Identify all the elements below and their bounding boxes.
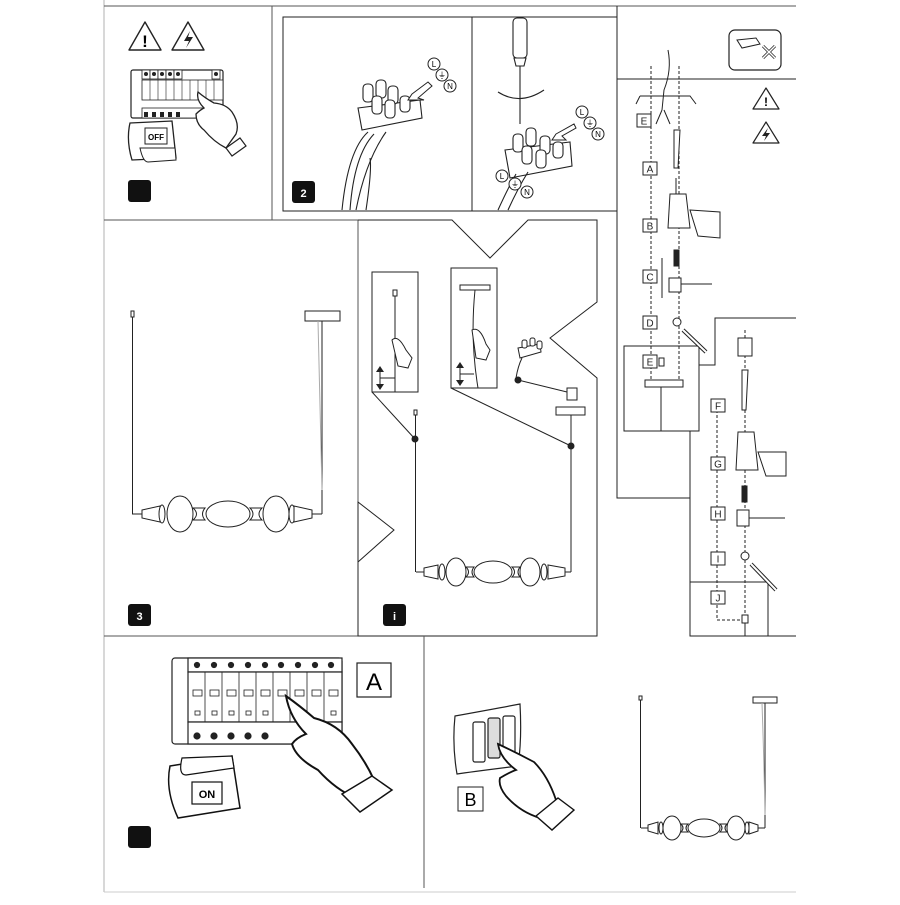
pendant-lamp-icon [413,387,586,587]
label-A: A [647,165,654,176]
label-A: A [366,669,382,696]
arrow-icon [407,81,433,101]
info-symbol: i [393,611,396,623]
label-neutral: N [447,82,453,91]
double-arrow-icon [376,362,464,390]
label-earth: ⏚ [511,180,519,189]
label-box-B [457,786,484,812]
step-number-3: 3 [136,611,142,623]
step-badge-3 [128,604,151,626]
mounting-labels [636,113,658,369]
off-label: OFF [148,133,164,142]
label-H: H [714,510,721,521]
label-neutral: N [524,188,530,197]
electric-hazard-icon [752,121,780,144]
label-B: B [464,790,476,810]
label-D: D [646,319,653,330]
mounting-sequence [635,49,721,431]
label-neutral: N [595,130,601,139]
on-label: ON [199,789,216,801]
pendant-lamp-icon [130,310,341,533]
label-live: L [432,60,437,69]
step-number-2: 2 [300,188,306,200]
svg-text:!: ! [142,32,148,51]
warning-icon: ! [752,87,780,110]
terminal-labels: L ⏚ N L ⏚ N [495,105,605,199]
panel-step-4: ON A [128,636,425,888]
off-switch-icon: OFF [127,120,177,163]
label-live: L [500,172,505,181]
warning-icon: ! [128,21,162,51]
hand-icon [284,693,394,813]
label-J: J [716,594,721,605]
pendant-lamp-icon [638,695,778,841]
panel-step-info: i [357,219,598,637]
inset-canopy-adjust [450,267,498,389]
panel-step-2: L ⏚ N 2 [282,16,473,212]
on-switch-icon: ON [167,755,241,819]
panel-step-2b: L ⏚ N L ⏚ N [471,16,618,212]
terminal-labels: L ⏚ N [427,57,457,93]
panel-step-5: B [453,695,778,841]
connector-icon [515,337,543,379]
label-G: G [714,460,722,471]
no-drill-pipes-icon [728,29,782,71]
label-F: F [715,402,721,413]
label-B: B [647,222,654,233]
panel-step-3: 3 [104,220,360,637]
screwdriver-icon [497,17,545,124]
hand-icon [496,742,576,831]
label-I: I [717,555,720,566]
info-badge [383,604,406,626]
mounting-sequence-alt [716,330,787,636]
step-badge-4 [128,826,151,848]
hand-icon [195,90,247,157]
label-earth: ⏚ [586,119,594,128]
step-badge-1 [128,180,151,202]
label-box-A [356,662,392,698]
label-E: E [641,117,648,128]
arrow-icon [551,123,577,141]
svg-text:!: ! [764,95,768,109]
label-C: C [646,273,653,284]
inset-cable-adjust [371,271,419,393]
label-live: L [580,108,585,117]
step-badge-2 [292,181,315,203]
electric-hazard-icon [171,21,205,51]
label-E2: E [647,358,654,369]
mounting-labels-alt [710,398,726,605]
panel-step-1: ! [104,6,360,221]
terminal-block-icon [497,127,573,211]
label-earth: ⏚ [438,71,446,80]
